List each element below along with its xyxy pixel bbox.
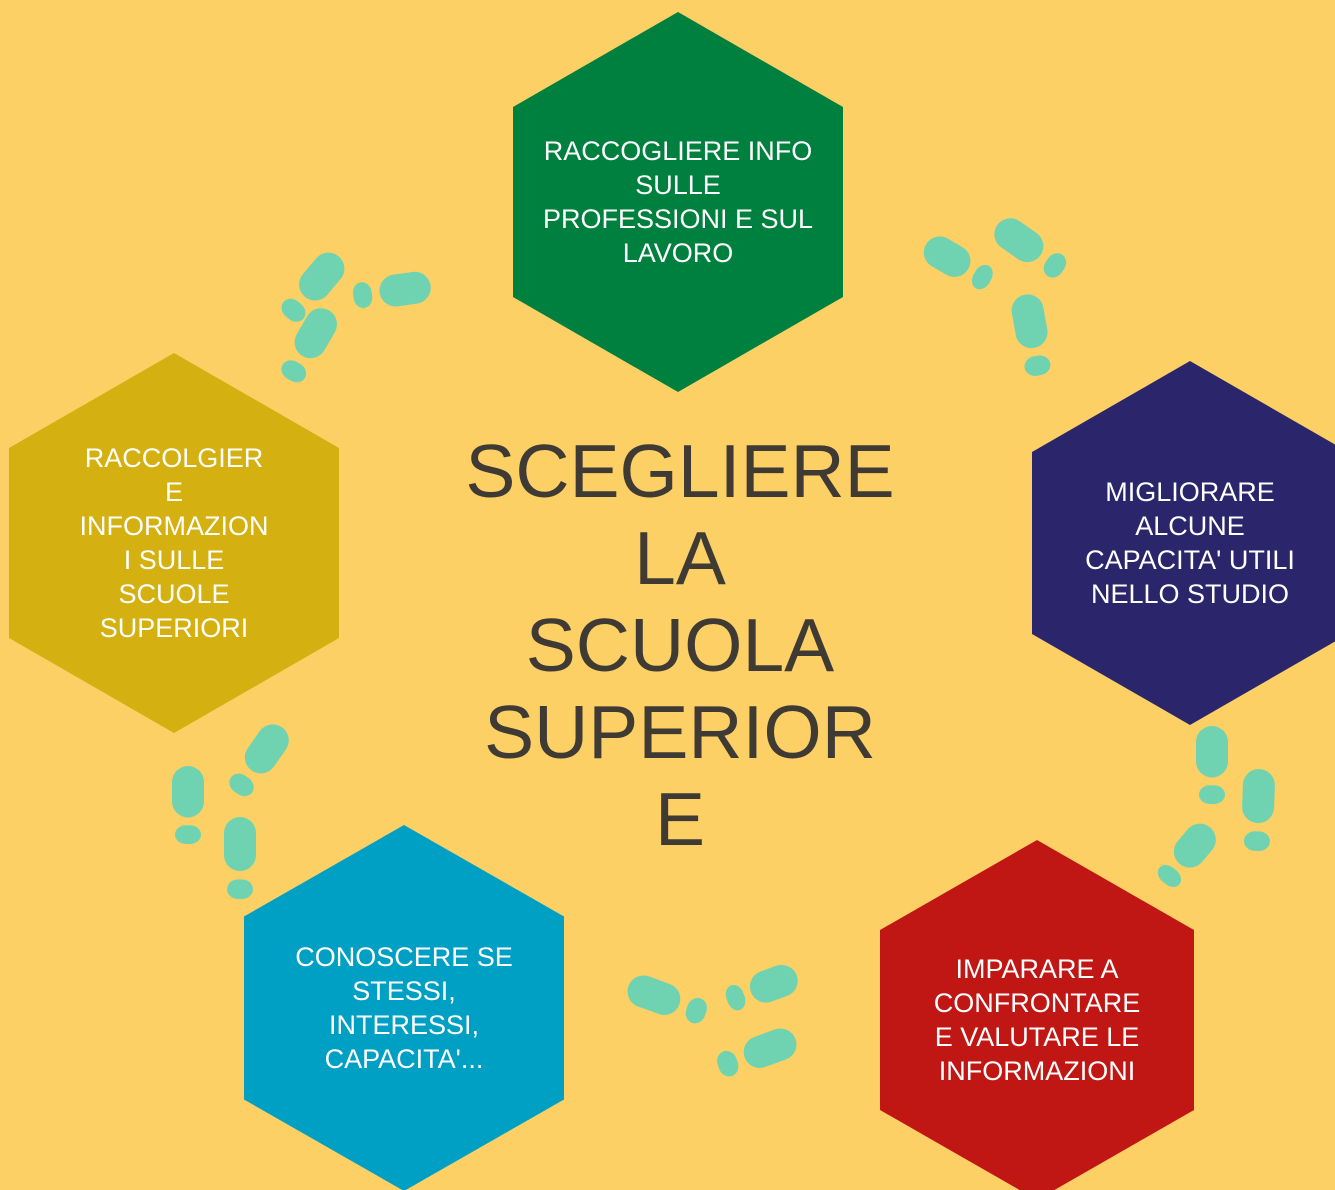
hexagon-label-line: E VALUTARE LE [934,1022,1140,1052]
footprint-icon [717,1028,797,1077]
footprint-icon [229,724,289,797]
hexagon-label-line: INFORMAZIONI [938,1056,1136,1086]
hexagon-label-line: LAVORO [622,238,734,268]
footprints-group [172,218,1275,1077]
footprint-icon [281,308,337,383]
hexagons-group [9,12,1335,1190]
hexagon-label-line: INFORMAZION [79,511,269,541]
hexagon-label-line: SULLE [635,170,721,200]
hexagon-capacita-studio [1032,361,1335,725]
hexagon-scuole [9,353,339,733]
hexagon-label-line: RACCOGLIERE INFO [543,136,813,166]
hexagon-label-line: E [164,477,183,507]
hexagon-label-line: STESSI, [352,976,456,1006]
hexagon-label-line: CAPACITA'... [324,1044,484,1074]
footprint-icon [1011,294,1051,376]
hexagon-label-capacita-studio: MIGLIORARE ALCUNE CAPACITA' UTILI NELLO STU… [1055,452,1325,634]
title-line: LA [634,516,726,600]
hexagon-label-line: IMPARARE A [955,954,1119,984]
hexagon-professioni [513,12,843,392]
hexagon-label-scuole: RACCOLGIER E INFORMAZION I SULLE SCUOLE SUPER… [64,443,284,643]
footprint-icon [725,964,798,1011]
hexagon-label-professioni: RACCOGLIERE INFO SULLE PROFESSIONI E SUL LA… [518,107,838,297]
title-line: SUPERIOR [484,690,876,774]
footprint-icon [172,766,204,844]
hexagon-label-confrontare: IMPARARE A CONFRONTARE E VALUTARE LE INFORM… [902,930,1172,1110]
footprint-icon [1157,823,1216,887]
hexagon-label-conoscere: CONOSCERE SE STESSI, INTERESSI, CAPACITA'..… [259,917,549,1100]
footprint-icon [627,975,707,1024]
hexagon-label-line: NELLO STUDIO [1090,579,1290,609]
hexagon-label-line: ALCUNE [1135,511,1245,541]
hexagon-label-line: I SULLE [123,545,225,575]
hexagon-label-line: SCUOLE [118,579,230,609]
footprint-icon [994,218,1067,278]
hexagon-label-line: RACCOLGIER [84,443,264,473]
footprint-icon [1242,769,1275,852]
hexagon-label-line: CONOSCERE SE [295,942,513,972]
hexagon-label-line: PROFESSIONI E SUL [542,204,814,234]
hexagon-confrontare [880,840,1194,1190]
footprint-icon [224,817,256,899]
title-line: SCUOLA [525,603,835,687]
diagram-title: SCEGLIERE LA SCUOLA SUPERIOR E [440,428,920,863]
footprint-icon [923,236,993,290]
hexagon-label-line: CONFRONTARE [933,988,1141,1018]
footprint-icon [352,271,431,309]
hexagon-conoscere [244,825,564,1190]
footprint-icon [281,252,345,322]
footprint-icon [1196,726,1228,804]
hexagon-label-line: INTERESSI, [328,1010,479,1040]
hexagon-label-line: CAPACITA' UTILI [1085,545,1295,575]
title-line: E [654,777,706,861]
title-line: SCEGLIERE [465,429,895,513]
hexagon-label-line: MIGLIORARE [1105,477,1275,507]
hexagon-label-line: SUPERIORI [99,613,249,643]
